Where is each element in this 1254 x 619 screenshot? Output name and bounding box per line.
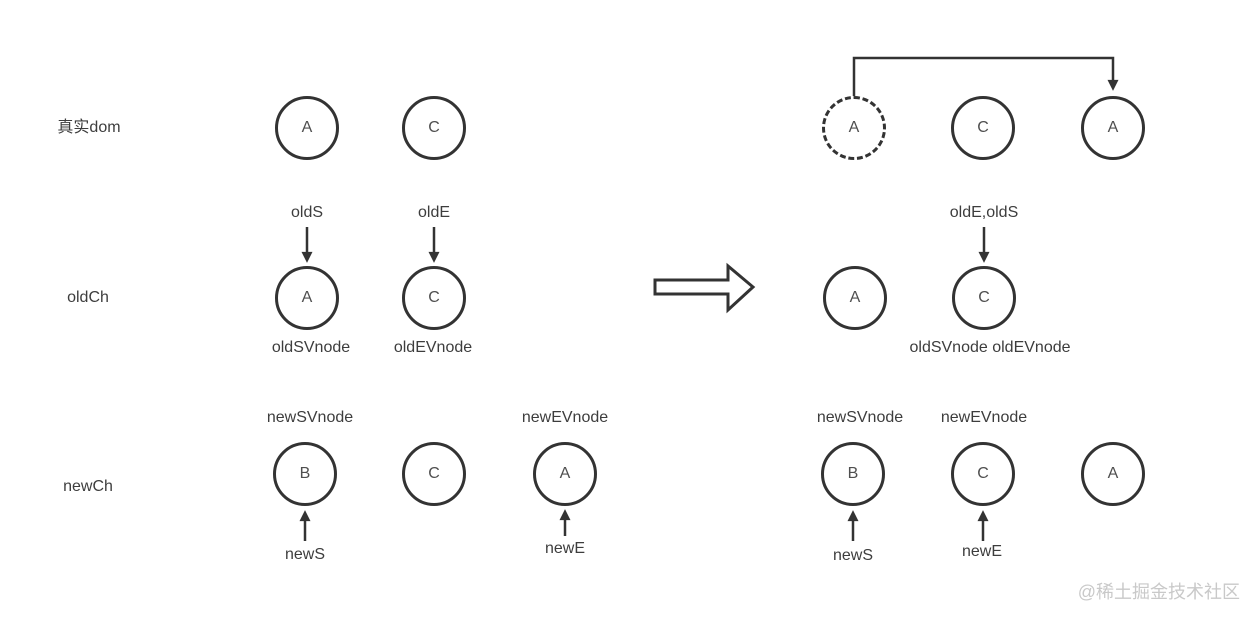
left-olde-pointer-label: oldE — [417, 204, 451, 221]
left-newevnode-label: newEVnode — [521, 409, 609, 426]
row-label-old-ch: oldCh — [67, 289, 109, 306]
right-old-node-c: C — [952, 266, 1016, 330]
right-oldsvnode-oldevnode-label: oldSVnode oldEVnode — [909, 339, 1071, 356]
right-dom-move-arrow-icon — [852, 56, 1119, 96]
right-newevnode-label: newEVnode — [940, 409, 1028, 426]
left-old-node-c: C — [402, 266, 466, 330]
right-new-node-a: A — [1081, 442, 1145, 506]
watermark: @稀土掘金技术社区 — [1077, 582, 1240, 602]
left-oldevnode-label: oldEVnode — [393, 339, 473, 356]
left-old-node-a: A — [275, 266, 339, 330]
transform-arrow-icon — [653, 262, 756, 314]
right-news-pointer-label: newS — [832, 547, 874, 564]
left-newsvnode-label: newSVnode — [266, 409, 354, 426]
row-label-new-ch: newCh — [63, 478, 113, 495]
right-newsvnode-label: newSVnode — [816, 409, 904, 426]
right-old-node-a: A — [823, 266, 887, 330]
left-new-node-a: A — [533, 442, 597, 506]
left-news-pointer-label: newS — [284, 546, 326, 563]
row-label-real-dom: 真实dom — [57, 119, 121, 136]
left-olds-pointer-label: oldS — [290, 204, 324, 221]
right-new-node-b: B — [821, 442, 885, 506]
left-new-node-b: B — [273, 442, 337, 506]
right-dom-node-a-moved: A — [1081, 96, 1145, 160]
right-olde-olds-pointer-label: oldE,oldS — [949, 204, 1019, 221]
right-newe-pointer-label: newE — [961, 543, 1003, 560]
right-dom-node-a-dashed: A — [822, 96, 886, 160]
left-new-node-c: C — [402, 442, 466, 506]
right-new-node-c: C — [951, 442, 1015, 506]
left-oldsvnode-label: oldSVnode — [271, 339, 351, 356]
left-dom-node-c: C — [402, 96, 466, 160]
left-dom-node-a: A — [275, 96, 339, 160]
left-newe-pointer-label: newE — [544, 540, 586, 557]
right-dom-node-c: C — [951, 96, 1015, 160]
